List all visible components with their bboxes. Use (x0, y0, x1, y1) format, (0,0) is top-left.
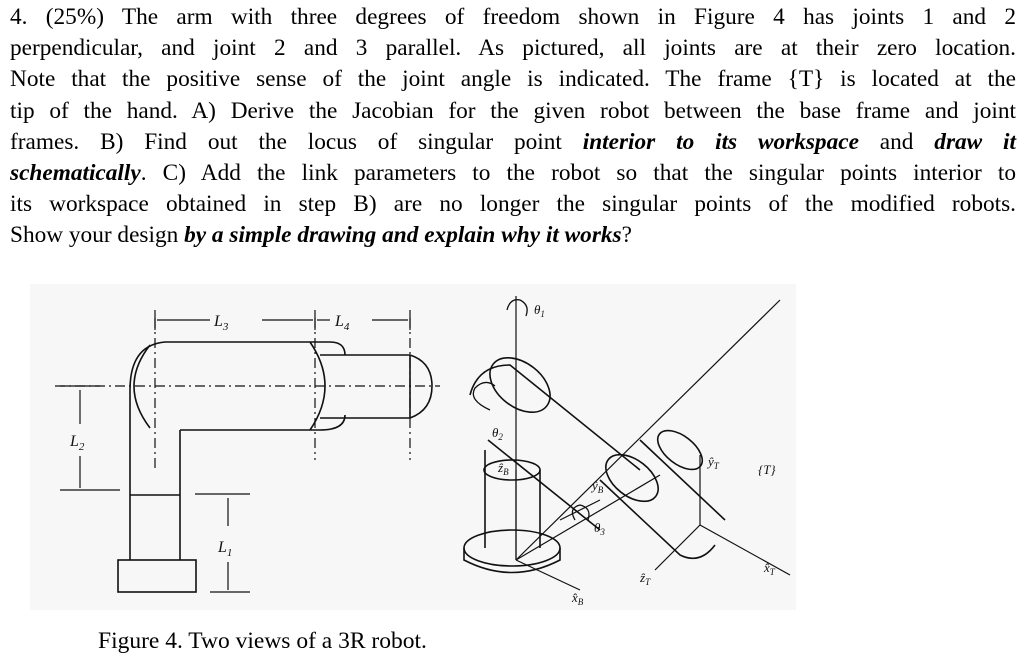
base-disk-top (463, 529, 561, 567)
label-frame-T: {T} (758, 462, 776, 477)
right-view-labels: θ1 θ2 ẑB ŷB θ3 x̂B ŷT ẑT x̂T {T} (492, 302, 776, 607)
label-yT: ŷT (706, 454, 720, 471)
right-view-robot (463, 357, 726, 574)
theta3-rotation-arrow (571, 504, 590, 521)
label-L2: L2 (69, 433, 85, 453)
label-L1: L1 (217, 539, 232, 559)
label-xT: x̂T (763, 560, 776, 577)
robot-figure-drawing: L3 L4 L2 L1 θ1 θ2 ẑB ŷB θ3 x̂B ŷT ẑT x̂T… (55, 296, 791, 607)
theta1-rotation-arrow (506, 299, 528, 317)
xB-axis (515, 559, 581, 591)
diagonal-axis (515, 299, 781, 561)
problem-line: Show your design by a simple drawing and… (10, 220, 1016, 251)
emphasis-text: draw it (934, 128, 1017, 155)
text-run: ? (621, 222, 632, 249)
shoulder-joint (489, 357, 551, 413)
label-xB: x̂B (571, 590, 584, 607)
forearm-top (639, 439, 726, 521)
right-view-axes (515, 296, 791, 591)
forearm-bottom (599, 479, 716, 560)
L1-dimension (195, 493, 250, 593)
label-theta3: θ3 (594, 520, 605, 537)
figure-4: L3 L4 L2 L1 θ1 θ2 ẑB ŷB θ3 x̂B ŷT ẑT x̂T… (30, 284, 796, 610)
base-block (117, 559, 197, 593)
zT-axis (654, 524, 701, 571)
problem-statement: 4. (25%) The arm with three degrees of f… (10, 2, 1016, 252)
left-view-robot (117, 341, 433, 593)
elbow-joint (605, 453, 659, 503)
column-top (483, 459, 541, 481)
emphasis-text: by a simple drawing and explain why it w… (184, 222, 622, 249)
label-theta2: θ2 (492, 425, 503, 442)
upper-link-top (129, 341, 346, 391)
label-yB: ŷB (590, 478, 604, 495)
text-run: and (858, 128, 935, 155)
problem-line: perpendicular, and joint 2 and 3 paralle… (10, 35, 1016, 62)
problem-line: tip of the hand. A) Derive the Jacobian … (10, 97, 1016, 124)
label-theta1: θ1 (534, 302, 545, 319)
emphasis-text: schematically (10, 160, 141, 187)
text-run: frames. B) Find out the locus of singula… (10, 128, 583, 155)
figure-caption: Figure 4. Two views of a 3R robot. (98, 628, 427, 654)
joint2-arc (133, 344, 151, 429)
forearm-link (320, 354, 433, 419)
problem-line: its workspace obtained in step B) are no… (10, 191, 1016, 218)
xT-axis (699, 524, 791, 576)
problem-line: schematically. C) Add the link parameter… (10, 158, 1016, 189)
problem-line: Note that the positive sense of the join… (10, 66, 1016, 93)
L3-L4-dimension (154, 310, 411, 330)
problem-line: frames. B) Find out the locus of singula… (10, 127, 1016, 158)
base-disk-side (463, 548, 561, 574)
text-run: . C) Add the link parameters to the robo… (140, 160, 1016, 187)
emphasis-text: interior to its workspace (582, 128, 859, 155)
text-run: Show your design (10, 222, 185, 249)
L2-dimension (60, 385, 120, 491)
left-view-centerlines (55, 318, 440, 470)
yB-axis (515, 474, 661, 561)
label-zT: ẑT (639, 570, 651, 587)
upper-arm-top (469, 364, 641, 471)
problem-line: 4. (25%) The arm with three degrees of f… (10, 4, 1016, 30)
upper-arm-bottom (487, 439, 601, 531)
left-view-labels: L3 L4 L2 L1 (69, 313, 350, 559)
label-zB: ẑB (497, 460, 509, 477)
theta3-axis (559, 499, 601, 521)
theta2-rotation-arrow (472, 381, 496, 411)
label-L3: L3 (213, 313, 229, 333)
label-L4: L4 (334, 313, 350, 333)
